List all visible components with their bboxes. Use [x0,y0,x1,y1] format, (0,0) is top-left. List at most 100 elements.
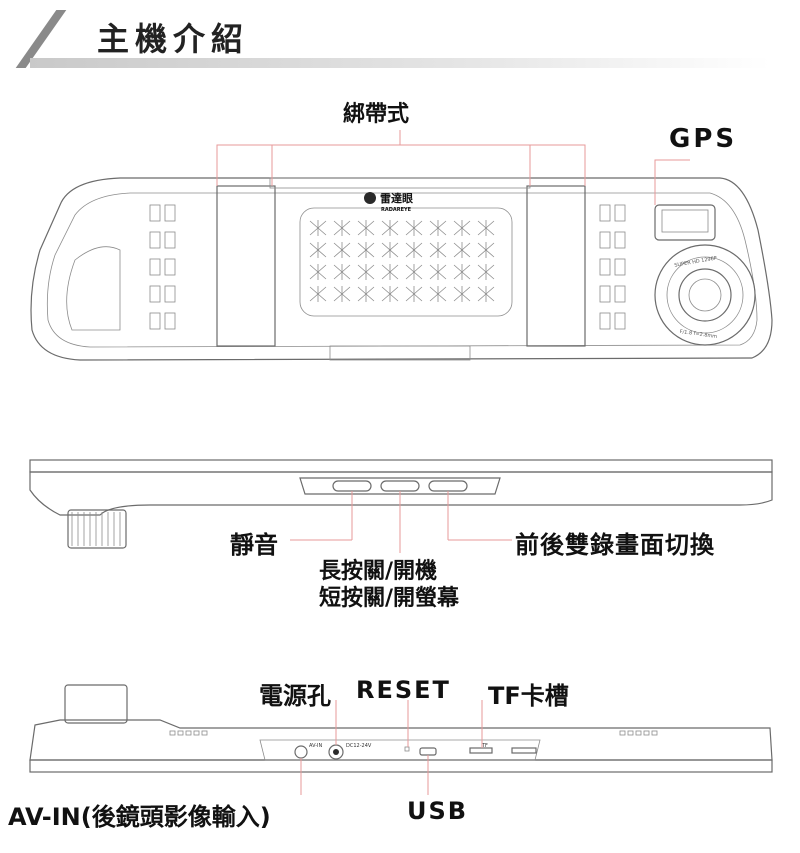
camera-lens-inner [688,278,722,312]
vent-slot [599,258,611,276]
strap-leader [216,144,586,186]
grille-cell [333,264,351,280]
vent-slot [599,285,611,303]
grille-cell [357,220,375,236]
grille-cell [333,220,351,236]
top-view [29,459,773,553]
bottom-vent [177,730,184,736]
bottom-vent [201,730,208,736]
bottom-view: AV-IN DC12-24V TF [29,684,773,795]
label-tf-slot: TF卡槽 [488,682,569,710]
strap-pad-left [216,185,276,347]
front-body-inner [46,192,758,348]
grille-cell [381,286,399,302]
bottom-vent [185,730,192,736]
vent-slot [164,258,176,276]
port-panel [259,739,541,761]
power-button[interactable] [380,480,420,492]
gps-leader [654,159,690,205]
vent-slot [164,285,176,303]
grille-cell [429,242,447,258]
usb-port[interactable] [419,747,437,756]
grille-cell [309,286,327,302]
bottom-vent [635,730,642,736]
grille-cell [309,264,327,280]
bottom-mount-knob [64,684,128,724]
strap-pad-right [526,185,586,347]
bottom-vent [643,730,650,736]
grille-cell [405,264,423,280]
header-underline [30,58,770,68]
vent-slot [599,312,611,330]
page-title: 主機介紹 [97,20,250,58]
vent-slot [599,231,611,249]
grille-cell [309,220,327,236]
vent-slot [149,312,161,330]
gps-module [654,204,716,241]
grille-cell [453,264,471,280]
lens-label-top: SUPER HD 1296P [674,255,717,268]
label-usb: USB [407,797,469,825]
grille-pattern [309,220,495,302]
grille-cell [477,242,495,258]
mute-button[interactable] [332,480,372,492]
camera-lens-outer [654,244,756,346]
av-in-port-label: AV-IN [309,743,323,749]
vent-slot [149,258,161,276]
vent-slot [614,231,626,249]
av-in-port[interactable] [294,745,308,759]
grille-cell [429,264,447,280]
top-view-body [29,471,773,516]
bottom-vent [169,730,176,736]
grille-cell [381,264,399,280]
grille-cell [477,286,495,302]
bottom-vents [169,730,658,736]
switch-button[interactable] [428,480,468,492]
power-port-pin [333,749,339,755]
vent-slot [149,231,161,249]
vent-slot [149,204,161,222]
grille-cell [357,242,375,258]
vent-slot [164,231,176,249]
grille-cell [477,264,495,280]
vent-slot [614,204,626,222]
button-bar [299,477,501,495]
label-switch-view: 前後雙錄畫面切換 [515,531,715,559]
label-av-in: AV-IN(後鏡頭影像輸入) [8,803,271,831]
reset-hole[interactable] [404,746,410,752]
grille-cell [357,264,375,280]
power-port-label: DC12-24V [346,743,372,749]
grille-cell [477,220,495,236]
grille-panel [299,207,513,317]
brand-name: 雷達眼 [380,191,413,205]
label-gps: GPS [669,124,738,154]
side-vents [149,204,626,330]
gps-module-inner [661,209,709,233]
label-mute: 靜音 [230,531,278,559]
tf-card-slot[interactable] [469,747,493,754]
grille-cell [357,286,375,302]
bottom-vent [627,730,634,736]
brand-logo-icon [364,192,376,204]
grille-cell [429,220,447,236]
grille-cell [405,286,423,302]
vent-slot [164,204,176,222]
knob-ridges [71,512,121,546]
vent-slot [614,258,626,276]
grille-cell [453,242,471,258]
vent-slot [614,285,626,303]
sim-slot [511,747,537,754]
brand-sub: RADAREYE [381,207,412,213]
label-reset: RESET [356,676,451,704]
grille-cell [405,220,423,236]
lens-label-bottom: F/1.8 f=2.8mm [679,329,717,340]
tf-slot-label: TF [481,743,488,749]
bottom-vent [193,730,200,736]
label-strap-mount: 綁帶式 [343,102,410,127]
mount-knob [67,509,127,549]
top-view-glass [29,459,773,473]
grille-cell [333,242,351,258]
bottom-tab [329,345,471,361]
top-mount-edge [269,177,531,189]
grille-cell [309,242,327,258]
